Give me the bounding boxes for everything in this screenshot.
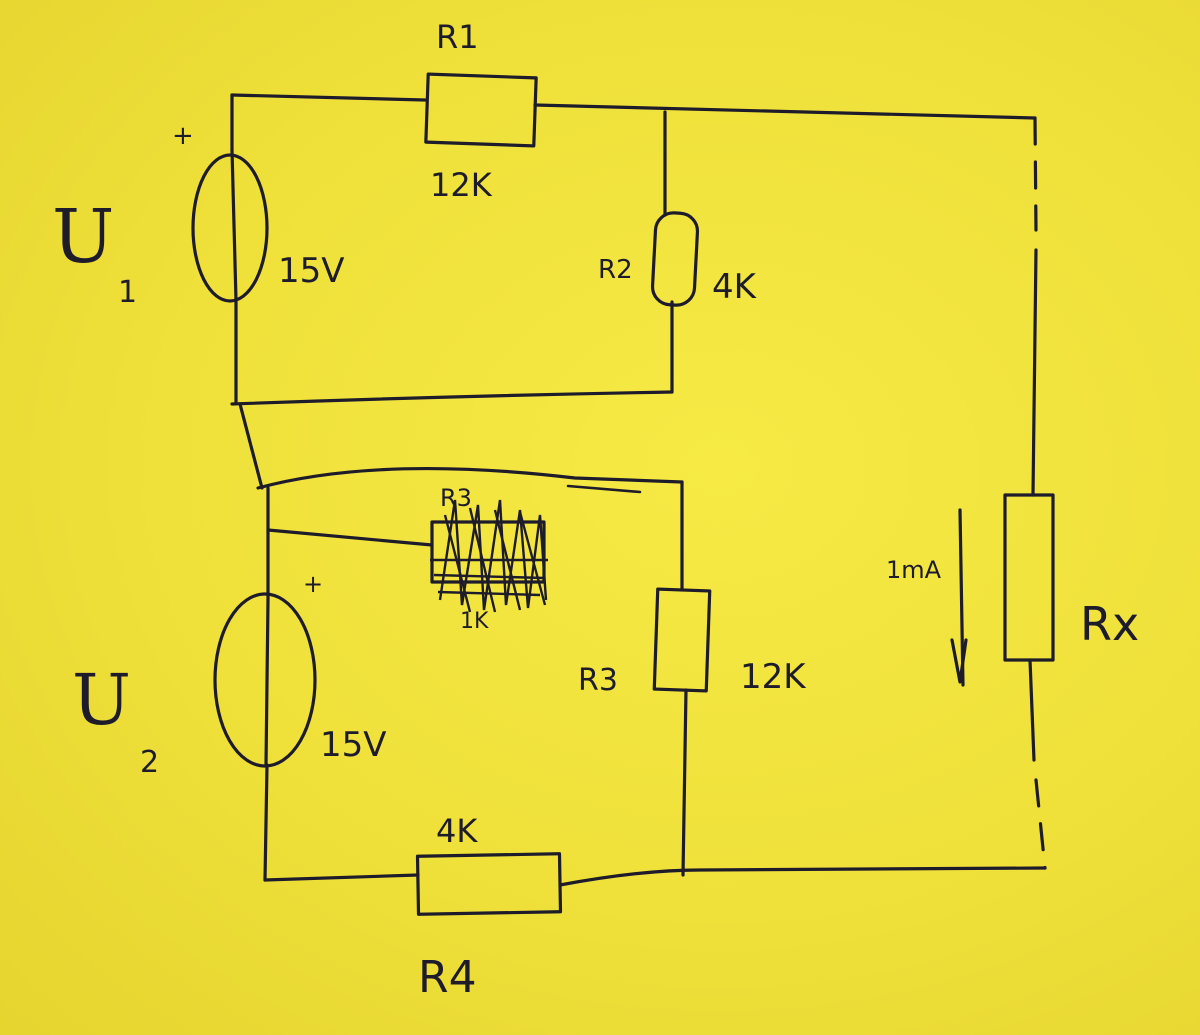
wire-rx-upper xyxy=(1031,248,1038,497)
r3-label: R3 xyxy=(578,663,618,698)
crossed-out-value: 1K xyxy=(460,609,489,634)
wire-rx-lower xyxy=(1028,658,1036,762)
meter-label: 1mA xyxy=(886,556,942,584)
r1-label: R1 xyxy=(436,18,479,56)
resistor-r1 xyxy=(424,72,538,148)
wire-bottom-left xyxy=(263,873,420,882)
wire-bottom-right xyxy=(558,866,1047,887)
resistor-r3 xyxy=(652,587,712,693)
wire-u2-down xyxy=(263,763,269,882)
r2-value: 4K xyxy=(712,267,758,307)
u1-polarity: + xyxy=(172,121,194,151)
u1-index: 1 xyxy=(118,275,137,310)
u2-symbol: U xyxy=(72,659,131,741)
wire-middle-rail xyxy=(230,390,674,406)
source-u2-stroke xyxy=(264,598,270,767)
wire-to-crossed-resistor xyxy=(266,528,434,547)
source-u1 xyxy=(191,153,269,303)
r3-value: 12K xyxy=(740,657,807,697)
wire-top-to-r1 xyxy=(230,93,427,102)
wire-diagonal xyxy=(238,402,264,490)
u1-symbol: U xyxy=(52,194,114,280)
wire-stub xyxy=(566,484,642,494)
resistor-r2 xyxy=(650,211,700,307)
r1-value: 12K xyxy=(430,166,493,204)
wire-rx-bottom xyxy=(1034,778,1047,870)
source-u1-stroke xyxy=(230,148,238,302)
u2-polarity: + xyxy=(303,570,323,598)
r4-value: 4K xyxy=(436,812,478,850)
r4-label: R4 xyxy=(418,952,477,1003)
crossed-out-resistor xyxy=(430,499,548,613)
r2-label: R2 xyxy=(598,255,633,285)
u1-value: 15V xyxy=(278,251,345,291)
u2-value: 15V xyxy=(320,725,387,765)
crossed-out-label: R3 xyxy=(440,484,472,512)
wire-r3-down xyxy=(681,688,688,877)
resistor-rx xyxy=(1003,493,1055,662)
meter-arrow-head xyxy=(950,638,968,684)
wire-r1-to-right xyxy=(533,103,1037,120)
rx-label: Rx xyxy=(1080,597,1139,651)
wire-rx-top xyxy=(1033,116,1038,232)
resistor-r4 xyxy=(415,852,563,916)
wire-arc-to-r3 xyxy=(256,466,684,490)
u2-index: 2 xyxy=(140,745,159,780)
